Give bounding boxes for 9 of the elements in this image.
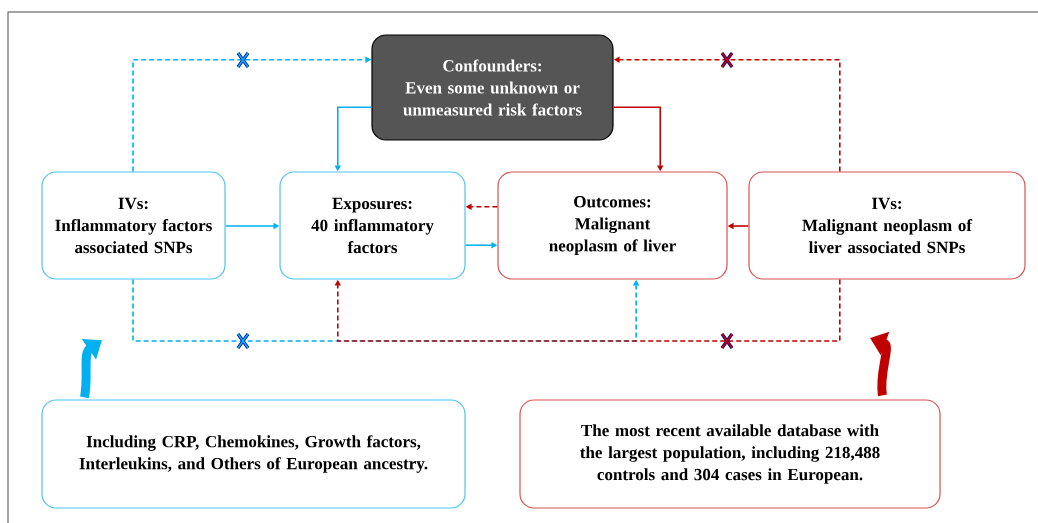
process-box: Exposures: 40 inflammatory factors xyxy=(279,171,466,280)
process-box: IVs: Malignant neoplasm of liver associated SNPs xyxy=(748,171,1026,280)
process-box: Outcomes: Malignant neoplasm of liver xyxy=(497,171,728,280)
note-box: The most recent available database with the largest population, including 218,488 controls and 304 cases in European. xyxy=(519,399,941,509)
arrow xyxy=(334,278,841,350)
confounder-box: Confounders: Even some unknown or unmeasured risk factors xyxy=(371,34,614,141)
note-box: Including CRP, Chemokines, Growth factors, Interleukins, and Others of European ancestry. xyxy=(41,399,466,509)
curved-arrow xyxy=(80,338,102,398)
process-box: IVs: Inflammatory factors associated SNPs xyxy=(41,171,226,280)
